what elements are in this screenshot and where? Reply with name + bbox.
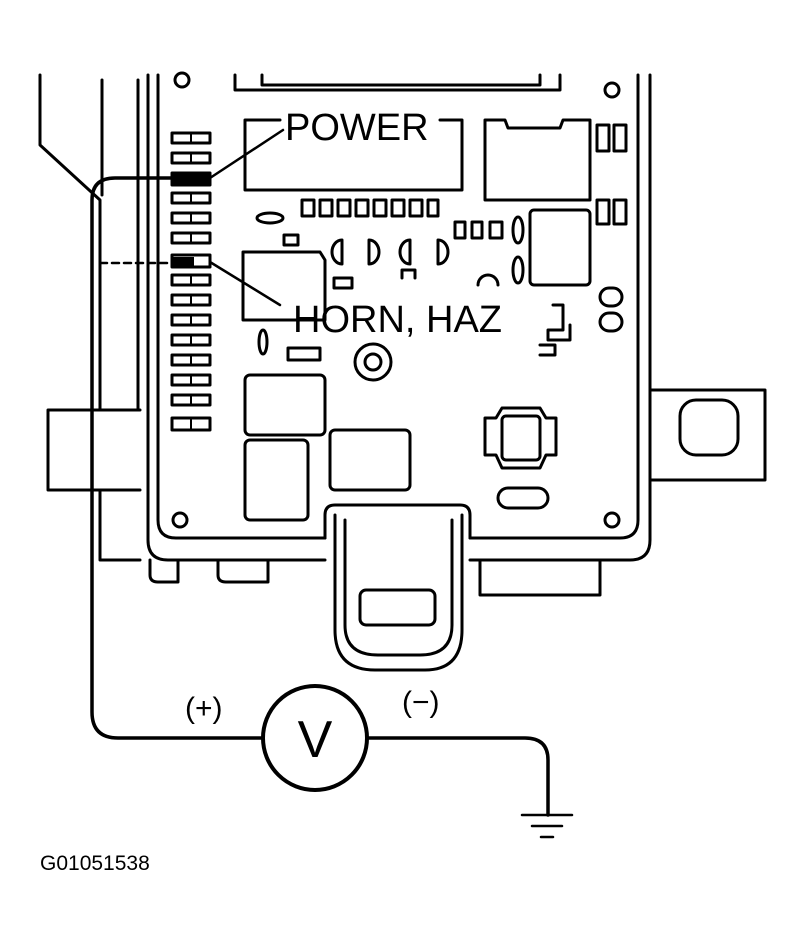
negative-sign-label: (−) — [402, 686, 440, 719]
horn-haz-fuse-test-point — [172, 257, 194, 267]
negative-test-lead — [366, 736, 550, 817]
power-fuse-test-point — [172, 173, 210, 185]
positive-test-lead — [90, 176, 264, 740]
horn-haz-label: HORN, HAZ — [293, 299, 502, 341]
voltmeter-icon — [261, 684, 369, 792]
circuit-components — [241, 118, 628, 522]
ground-symbol-icon — [520, 813, 574, 839]
voltmeter-symbol-label: V — [298, 711, 333, 769]
power-label: POWER — [285, 107, 429, 149]
horn-haz-leader-line — [208, 260, 282, 307]
positive-sign-label: (+) — [185, 692, 223, 725]
power-leader-line — [208, 128, 285, 180]
figure-id-label: G01051538 — [40, 852, 150, 875]
fuse-box-housing — [146, 71, 767, 562]
left-mounting-bracket — [38, 73, 142, 562]
bottom-connector-tab — [148, 513, 602, 672]
